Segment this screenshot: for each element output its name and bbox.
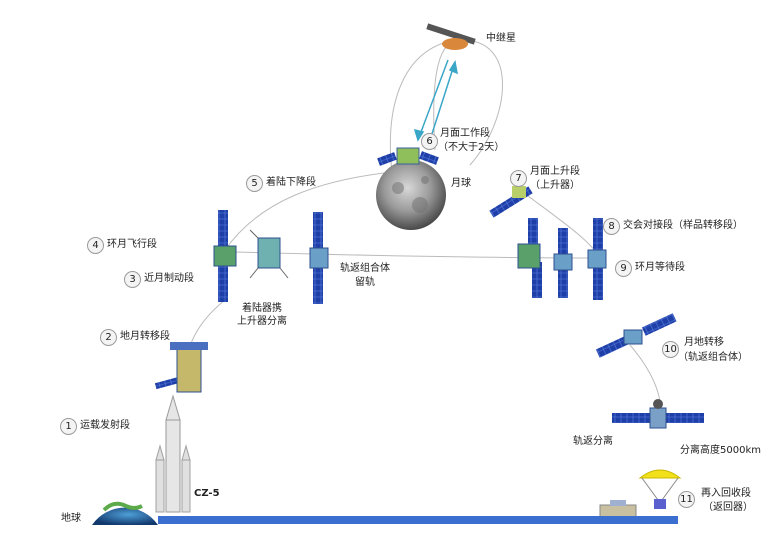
stage-3-number: 3 <box>124 271 141 288</box>
stage-11-label: 再入回收段 <box>701 488 751 499</box>
separation-spacecraft-icon <box>612 399 704 429</box>
stage-4-number: 4 <box>87 237 104 254</box>
ground-line <box>158 516 678 524</box>
orbit-stay-label-1: 轨返组合体 <box>340 263 390 274</box>
relay-satellite-icon <box>426 23 476 50</box>
stage-11-sublabel: （返回器） <box>703 502 753 513</box>
earth-icon <box>92 501 158 525</box>
stage-8-label: 交会对接段（样品转移段） <box>623 220 743 231</box>
lander-on-moon-icon <box>377 147 439 166</box>
lander-separation-icon <box>249 229 289 279</box>
stage-11-number: 11 <box>678 491 695 508</box>
trans-lunar-spacecraft-icon <box>154 342 208 393</box>
stage-7-sublabel: （上升器） <box>530 180 580 191</box>
stage-1-label: 运载发射段 <box>80 420 130 431</box>
stage-6-sublabel: （不大于2天） <box>438 142 505 153</box>
orbit-stay-label-2: 留轨 <box>355 277 375 288</box>
docking-spacecraft-icon <box>517 218 573 298</box>
parachute-capsule-icon <box>599 469 682 518</box>
stage-9-label: 环月等待段 <box>635 262 685 273</box>
waiting-orbit-spacecraft-icon <box>587 218 607 300</box>
stage-10-label: 月地转移 <box>684 337 724 348</box>
stage-10-number: 10 <box>662 341 679 358</box>
stage-7-number: 7 <box>510 170 527 187</box>
lander-separation-label-1: 着陆器携 <box>242 303 282 314</box>
ascender-icon <box>489 186 533 218</box>
earth-label: 地球 <box>61 513 81 524</box>
stage-10-sublabel: （轨返组合体） <box>678 352 748 363</box>
stage-3-label: 近月制动段 <box>144 273 194 284</box>
orbiter-returner-icon <box>309 212 329 304</box>
stage-8-number: 8 <box>603 218 620 235</box>
stage-9-number: 9 <box>615 260 632 277</box>
stage-6-number: 6 <box>421 133 438 150</box>
separation-altitude-label: 分离高度5000km <box>680 445 761 456</box>
trajectory-lines <box>184 39 661 421</box>
stage-1-number: 1 <box>60 418 77 435</box>
lander-separation-label-2: 上升器分离 <box>237 316 287 327</box>
stage-6-label: 月面工作段 <box>440 128 490 139</box>
relay-satellite-label: 中继星 <box>486 33 516 44</box>
moon-label: 月球 <box>451 178 471 189</box>
trans-earth-spacecraft-icon <box>595 313 677 358</box>
stage-2-number: 2 <box>100 329 117 346</box>
stage-5-label: 着陆下降段 <box>266 177 316 188</box>
orbiting-spacecraft-icon <box>213 210 237 302</box>
rocket-label: CZ-5 <box>194 488 220 499</box>
stage-2-label: 地月转移段 <box>120 331 170 342</box>
orbiter-return-separation-label: 轨返分离 <box>573 436 613 447</box>
stage-4-label: 环月飞行段 <box>107 239 157 250</box>
rocket-icon <box>155 394 191 513</box>
stage-7-label: 月面上升段 <box>530 166 580 177</box>
stage-5-number: 5 <box>246 175 263 192</box>
relay-link-arrows <box>413 59 458 142</box>
moon-icon <box>376 160 446 230</box>
